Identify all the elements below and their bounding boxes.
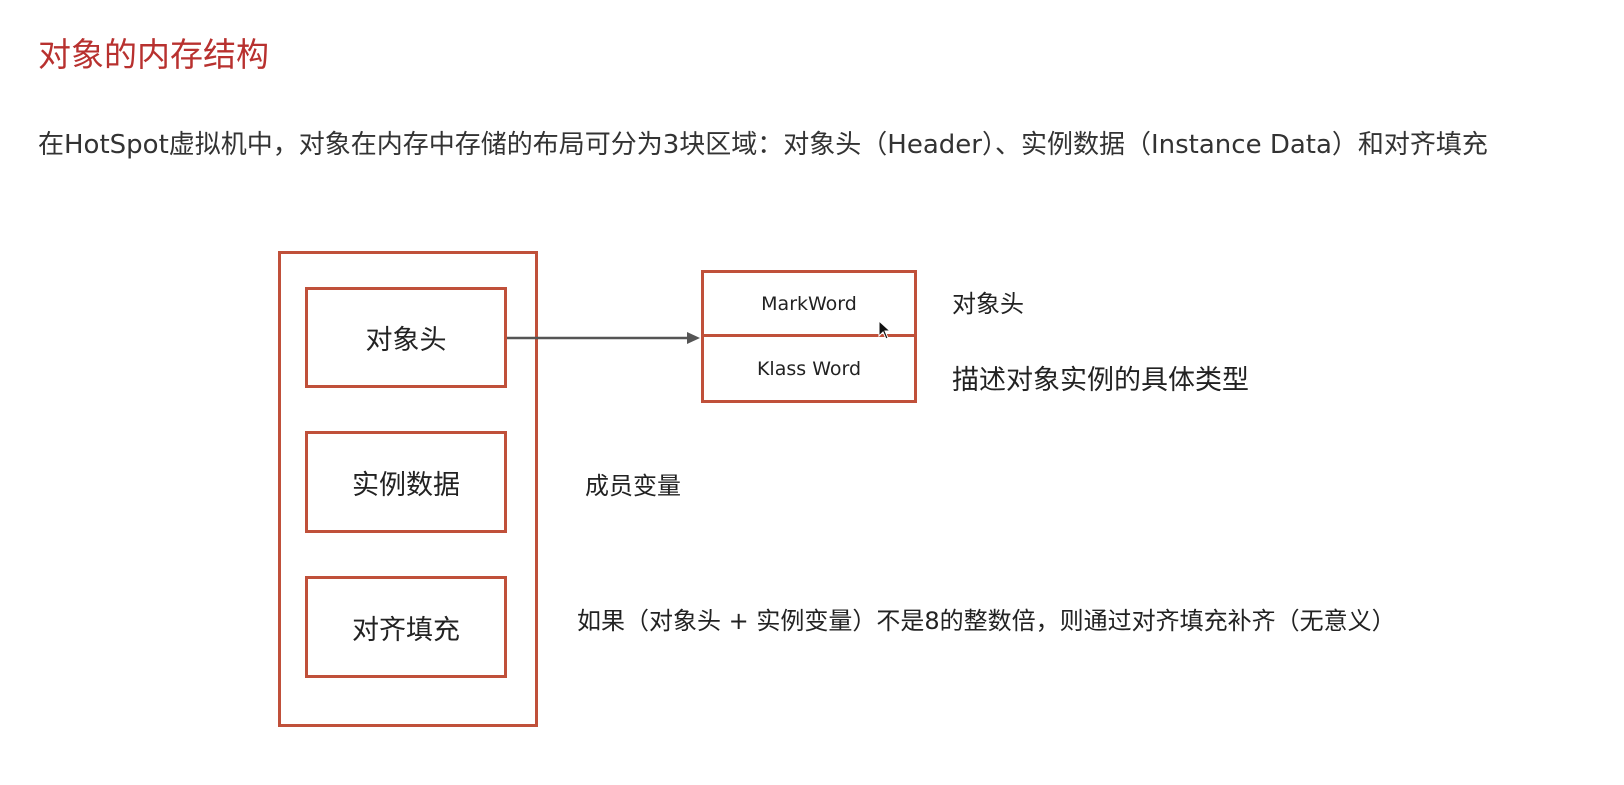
klassword-note: 描述对象实例的具体类型	[952, 365, 1249, 396]
header-arrow	[507, 332, 700, 344]
markword-note: 对象头	[952, 290, 1024, 318]
klassword-cell: Klass Word	[704, 337, 914, 400]
markword-cell: MarkWord	[704, 273, 914, 337]
intro-paragraph: 在HotSpot虚拟机中，对象在内存中存储的布局可分为3块区域：对象头（Head…	[38, 130, 1488, 160]
markword-label: MarkWord	[761, 292, 857, 315]
mouse-cursor-icon	[878, 320, 892, 340]
object-header-label: 对象头	[365, 325, 447, 356]
object-header-box: 对象头	[305, 287, 507, 388]
padding-note: 如果（对象头 + 实例变量）不是8的整数倍，则通过对齐填充补齐（无意义）	[577, 607, 1396, 635]
instance-data-label: 实例数据	[352, 469, 460, 501]
padding-box: 对齐填充	[305, 576, 507, 678]
instance-data-box: 实例数据	[305, 431, 507, 533]
slide-title: 对象的内存结构	[38, 35, 269, 74]
header-detail-box: MarkWord Klass Word	[701, 270, 917, 403]
instance-data-note: 成员变量	[585, 472, 681, 500]
klassword-label: Klass Word	[756, 357, 862, 380]
padding-label: 对齐填充	[352, 614, 460, 646]
